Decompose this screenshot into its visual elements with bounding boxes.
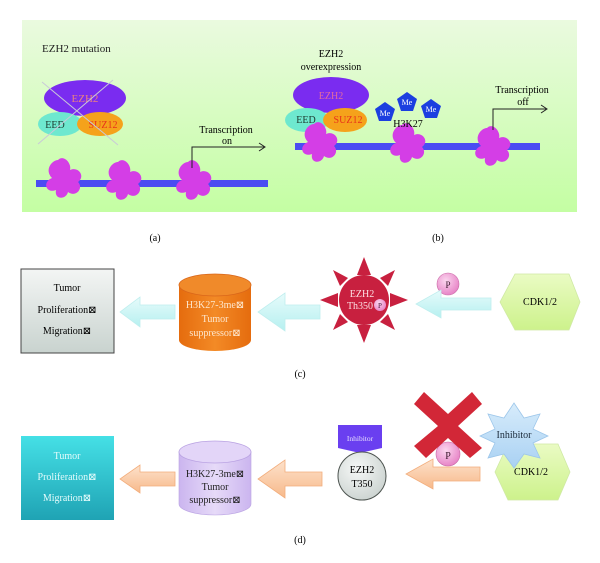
tumor-outcome-box (20, 268, 115, 354)
ezh2-line: EZH2 (350, 289, 374, 300)
cylinder-line: Tumor (202, 482, 230, 493)
phospho-group-label: P (445, 280, 450, 290)
panel-d: Tumor Proliferation⊠ Migration⊠ H3K27-3m… (21, 392, 571, 520)
methyl-label: Me (402, 98, 413, 107)
ezh2-label: EZH2 (72, 93, 99, 105)
left-arrow (119, 464, 176, 494)
ezh2-line: EZH2 (350, 465, 374, 476)
transcription-label: Transcription (199, 125, 253, 136)
transcription-state: on (222, 136, 232, 147)
left-arrow (415, 289, 492, 319)
panel-a: EZH2 mutation EZH2 EED SUZ12 Transcripti… (36, 43, 268, 200)
panel-b: EZH2 overexpression EZH2 EED SUZ12 Me Me… (285, 49, 549, 166)
transcription-state: off (517, 97, 529, 108)
outcome-line: Proliferation⊠ (38, 472, 97, 483)
kinase-label: CDK1/2 (523, 297, 557, 308)
eed-label: EED (45, 120, 64, 131)
kinase-label: CDK1/2 (514, 467, 548, 478)
transcription-on-arrow (191, 142, 266, 168)
ezh2-sphere (337, 451, 387, 501)
phospho-group (435, 441, 461, 467)
prc2-complex-mutated: EZH2 EED SUZ12 (37, 79, 126, 146)
methyl-group: Me (421, 99, 441, 118)
ezh2-phospho-star (320, 257, 408, 343)
histone-mark-label: H3K27 (393, 119, 422, 130)
red-x-block-icon (414, 392, 482, 458)
ezh2-inhibitor-tag (338, 425, 382, 453)
methyl-group: Me (375, 102, 395, 121)
phospho-group (436, 272, 460, 296)
ezh2-label: EZH2 (319, 91, 343, 102)
phospho-badge (374, 299, 386, 311)
dna-strand (36, 180, 268, 187)
cylinder-line: suppressor⊠ (189, 495, 240, 506)
suz12-label: SUZ12 (334, 115, 363, 126)
h3k27-cylinder (178, 440, 252, 516)
panel-b-label: (b) (432, 233, 444, 244)
suz12-label: SUZ12 (89, 120, 118, 131)
ezh2-line: T350 (351, 479, 372, 490)
methyl-label: Me (426, 105, 437, 114)
tumor-outcome-box (21, 436, 114, 520)
panel-a-label: (a) (149, 233, 160, 244)
panel-b-title-line1: EZH2 (319, 49, 343, 60)
ezh2-ellipse (293, 77, 369, 113)
cdk-inhibitor-label: Inhibitor (497, 430, 533, 441)
phospho-badge-label: P (378, 302, 382, 310)
panel-d-label: (d) (294, 535, 306, 546)
outcome-line: Tumor (54, 451, 82, 462)
phospho-group-label: P (445, 451, 451, 462)
cylinder-line: suppressor⊠ (189, 328, 240, 339)
ezh2-ellipse (44, 80, 126, 116)
panel-c: Tumor Proliferation⊠ Migration⊠ H3K27-3m… (20, 257, 581, 354)
panel-a-title: EZH2 mutation (42, 43, 111, 55)
outcome-line: Migration⊠ (43, 326, 91, 337)
cross-out-line (41, 81, 119, 146)
ezh2-inhibitor-label: Inhibitor (347, 434, 374, 443)
cylinder-line: H3K27-3me⊠ (186, 469, 244, 480)
suz12-ellipse (323, 108, 367, 132)
left-arrow (405, 458, 481, 490)
outcome-line: Tumor (54, 283, 82, 294)
left-arrow (257, 459, 323, 499)
outcome-line: Migration⊠ (43, 493, 91, 504)
panel-b-title-line2: overexpression (301, 62, 362, 73)
eed-ellipse (38, 112, 82, 136)
suz12-ellipse (77, 112, 123, 136)
transcription-off-arrow (492, 104, 548, 130)
left-arrow (119, 296, 176, 328)
cdk-inhibitor-star (479, 402, 549, 469)
cylinder-line: H3K27-3me⊠ (186, 300, 244, 311)
transcription-label: Transcription (495, 85, 549, 96)
cylinder-line: Tumor (202, 314, 230, 325)
methyl-label: Me (380, 109, 391, 118)
eed-label: EED (296, 115, 315, 126)
ezh2-line: Th350 (347, 301, 373, 312)
left-arrow (257, 292, 321, 332)
methyl-group: Me (397, 92, 417, 111)
cdk-hexagon (499, 273, 581, 331)
outcome-line: Proliferation⊠ (38, 305, 97, 316)
panel-c-label: (c) (294, 369, 305, 380)
h3k27-cylinder (178, 273, 252, 351)
cross-out-line (37, 79, 114, 145)
